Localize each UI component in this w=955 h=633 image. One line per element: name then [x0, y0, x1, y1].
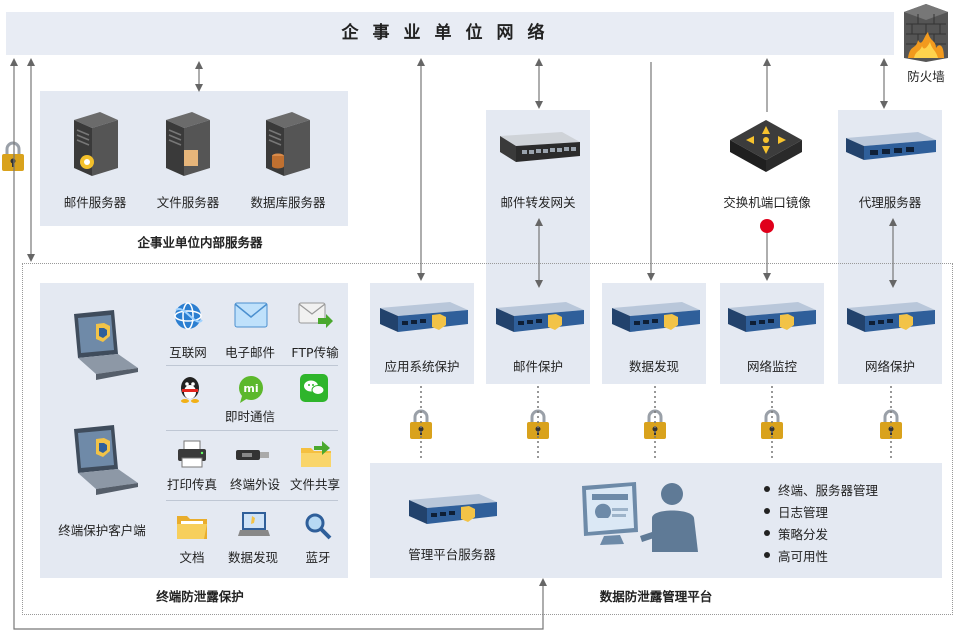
- data-discovery-panel: [602, 283, 706, 384]
- network-monitor-label: 网络监控: [746, 359, 797, 374]
- data-discovery-label: 数据发现: [628, 359, 679, 374]
- proxy-server-label: 代理服务器: [858, 195, 922, 210]
- firewall-icon: [898, 2, 954, 64]
- router-icon: [728, 118, 804, 178]
- feature-item: 终端、服务器管理: [778, 483, 879, 498]
- admin-workstation-icon: [580, 478, 700, 556]
- network-title: 企事业单位网络: [341, 23, 559, 43]
- data-discovery-device-icon: [608, 298, 702, 342]
- mirror-port-dot: [760, 219, 774, 233]
- feature-bullet: [764, 508, 770, 514]
- network-protection-device-icon: [843, 298, 937, 342]
- network-monitor-device-icon: [724, 298, 818, 342]
- feature-item: 高可用性: [778, 549, 829, 564]
- endpoint-title: 终端防泄露保护: [156, 589, 244, 604]
- management-title: 数据防泄露管理平台: [599, 589, 713, 604]
- feature-item: 策略分发: [778, 527, 829, 542]
- feature-bullet: [764, 552, 770, 558]
- network-protection-label: 网络保护: [864, 359, 915, 374]
- firewall-label: 防火墙: [907, 69, 945, 84]
- feature-item: 日志管理: [778, 505, 829, 520]
- feature-bullet: [764, 486, 770, 492]
- feature-bullet: [764, 530, 770, 536]
- port-mirror-label: 交换机端口镜像: [723, 195, 811, 210]
- network-monitor-panel: [720, 283, 824, 384]
- proxy-server-icon: [842, 128, 938, 168]
- network-bar: [6, 12, 894, 55]
